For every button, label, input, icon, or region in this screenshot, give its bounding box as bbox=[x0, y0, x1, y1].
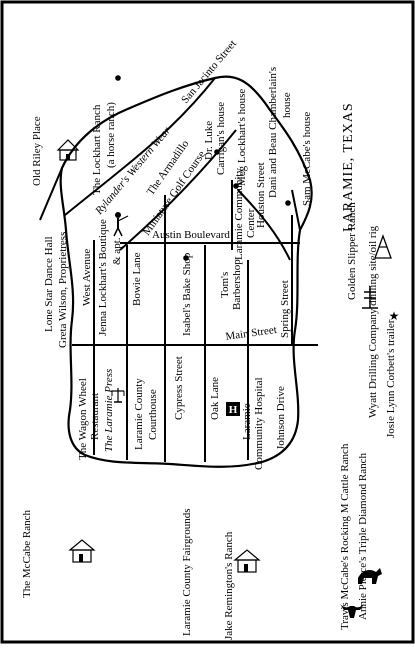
jenna-label-2: & apt. bbox=[111, 237, 123, 265]
isabel-label: Isabel's Bake Shop bbox=[181, 252, 193, 336]
longhorn-icon bbox=[340, 604, 364, 618]
luke-label-1: Dr. Luke bbox=[203, 121, 215, 160]
laramie-cc-label-1: Laramie Community bbox=[233, 168, 245, 260]
dani-label: Dani and Beau Chamberlain's bbox=[267, 67, 279, 198]
toms-label-1: Tom's bbox=[219, 272, 231, 298]
hospital-label-1: Laramie bbox=[241, 403, 253, 440]
jenna-label-1: Jenna Lockhart's Boutique bbox=[97, 219, 109, 336]
austin-label: Austin Boulevard bbox=[152, 229, 230, 241]
san-jacinto-street-line bbox=[64, 77, 216, 216]
hospital-icon: H bbox=[226, 402, 240, 416]
wagon-label-2: Restaurant bbox=[89, 393, 101, 440]
town-boundary bbox=[59, 75, 313, 468]
josie-label: Josie Lynn Corbett's trailer bbox=[385, 319, 397, 438]
sam-line bbox=[291, 189, 301, 231]
luke-label-2: Carrigan's house bbox=[215, 102, 227, 175]
golden-slipper-label: Golden Slipper Ranch bbox=[346, 202, 358, 300]
sam-label: Sam McCabe's house bbox=[301, 112, 313, 206]
lockhart-ranch-note: (a horse ranch) bbox=[105, 102, 117, 168]
lockhart-ranch-dot bbox=[115, 75, 121, 81]
old-riley-place-label: Old Riley Place bbox=[31, 116, 43, 186]
ranch-house-icon bbox=[233, 549, 261, 573]
lockhart-ranch-label: The Lockhart Ranch bbox=[91, 104, 103, 195]
jake-label: Jake Remington's Ranch bbox=[223, 531, 235, 640]
fairgrounds-label: Laramie County Fairgrounds bbox=[181, 509, 193, 637]
houston-street-line bbox=[237, 189, 291, 261]
spring-label: Spring Street bbox=[279, 280, 291, 338]
annie-label: Annie Pierce's Triple Diamond Ranch bbox=[357, 453, 369, 620]
lone-star-label-2: Greta Wilson, Proprietress bbox=[57, 232, 69, 348]
cypress-label: Cypress Street bbox=[173, 356, 185, 420]
ranch-house-icon bbox=[68, 539, 96, 563]
dani-house-dot bbox=[285, 200, 291, 206]
lone-star-road-line bbox=[39, 167, 63, 221]
oil-rig-icon bbox=[374, 234, 392, 259]
houston-label: Houston Street bbox=[255, 162, 267, 228]
dani-label-2: house bbox=[281, 92, 293, 118]
laramie-cc-label-2: Center bbox=[245, 208, 257, 238]
lone-star-label-1: Lone Star Dance Hall bbox=[43, 236, 55, 332]
wyatt-label: Wyatt Drilling Company drilling site/oil… bbox=[367, 225, 379, 418]
courthouse-label-2: Courthouse bbox=[147, 389, 159, 440]
courthouse-label-1: Laramie County bbox=[133, 378, 145, 450]
meg-label: Meg Lockhart's house bbox=[236, 89, 248, 186]
bowie-label: Bowie Lane bbox=[131, 252, 143, 306]
wagon-label-3: The Laramie Press bbox=[103, 369, 115, 452]
travis-label: Travis McCabe's Rocking M Cattle Ranch bbox=[339, 443, 351, 630]
windmill-icon bbox=[362, 286, 378, 309]
map-title: LARAMIE, TEXAS bbox=[341, 102, 356, 232]
scales-of-justice-icon bbox=[111, 388, 125, 403]
meg-house-dot bbox=[233, 183, 239, 189]
johnson-label: Johnson Drive bbox=[275, 386, 287, 450]
svg-text:H: H bbox=[229, 404, 238, 416]
ranch-house-icon bbox=[56, 139, 80, 161]
rylander-street-line bbox=[119, 129, 237, 251]
toms-label-2: Barbershop bbox=[231, 259, 243, 310]
star-icon: ★ bbox=[389, 309, 400, 323]
golfer-icon bbox=[113, 212, 129, 237]
west-avenue-label: West Avenue bbox=[81, 249, 93, 306]
hospital-label-2: Community Hospital bbox=[253, 377, 265, 470]
mccabe-ranch-label: The McCabe Ranch bbox=[21, 510, 33, 598]
wagon-label-1: The Wagon Wheel bbox=[77, 378, 89, 460]
isabel-dot bbox=[183, 255, 189, 261]
oak-label: Oak Lane bbox=[209, 377, 221, 420]
horse-icon bbox=[358, 568, 382, 584]
luke-house-dot bbox=[214, 149, 220, 155]
